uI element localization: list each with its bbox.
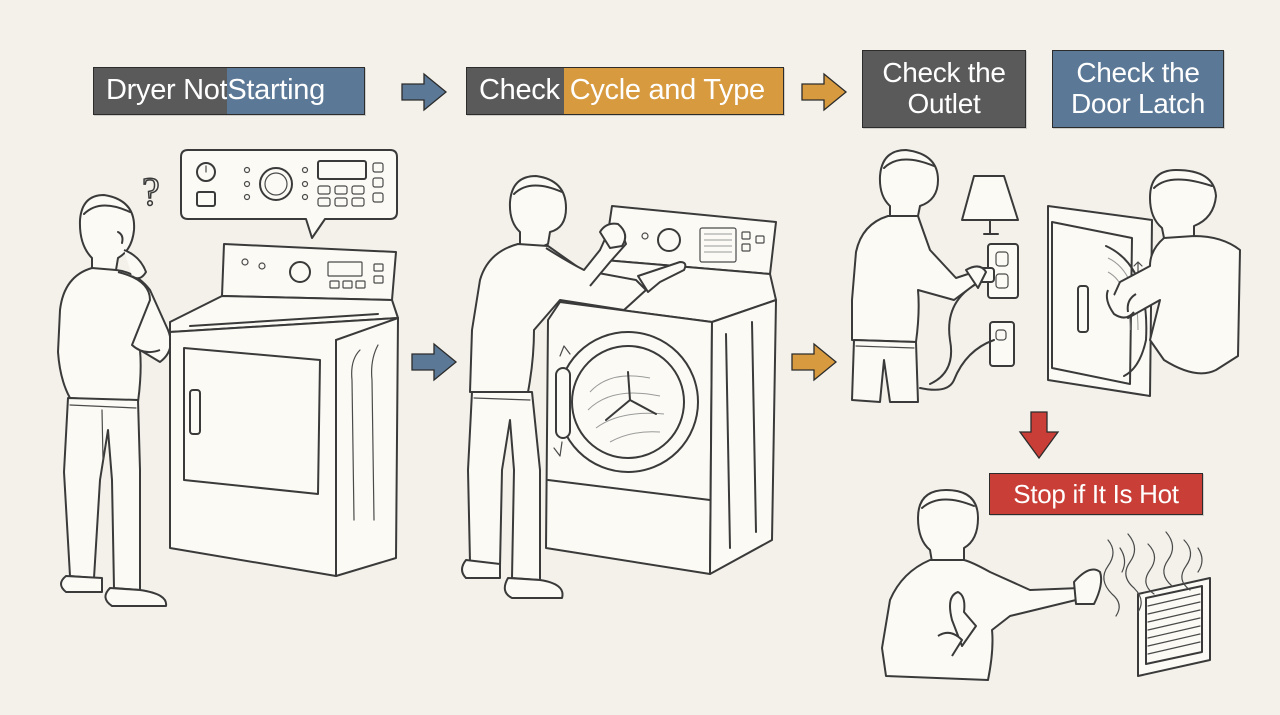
step-label-text: Stop if It Is Hot xyxy=(1013,478,1179,509)
arrow-scene-1-to-2 xyxy=(411,342,458,382)
arrow-down-to-stop xyxy=(1018,411,1060,460)
top-load-dryer xyxy=(169,243,399,577)
step-label-line-1: Check the xyxy=(1076,57,1200,89)
step-label-part-b: Cycle and Type xyxy=(563,68,783,114)
step-label-check-cycle-and-type: Check Cycle and Type xyxy=(466,67,784,115)
man-stopping xyxy=(881,489,1103,681)
step-label-part-a: Check xyxy=(467,68,564,114)
lamp-icon xyxy=(961,175,1019,235)
step-label-line-2: Door Latch xyxy=(1071,88,1205,119)
man-checking-latch xyxy=(1105,169,1241,375)
step-label-line-2: Outlet xyxy=(907,88,981,119)
wall-outlet-icon xyxy=(987,243,1019,367)
step-label-check-the-outlet: Check the Outlet xyxy=(862,50,1026,128)
step-label-part-b: Starting xyxy=(227,68,364,114)
step-label-part-a: Dryer Not xyxy=(94,68,228,114)
step-label-line-1: Check the xyxy=(882,57,1006,89)
question-mark-icon: ? xyxy=(141,168,160,215)
steam-icon xyxy=(1103,531,1203,617)
power-icon xyxy=(196,162,216,182)
man-checking-outlet xyxy=(851,149,987,403)
step-label-check-the-door-latch: Check the Door Latch xyxy=(1052,50,1224,128)
arrow-1-to-2 xyxy=(401,72,448,112)
front-load-dryer xyxy=(545,205,777,575)
arrow-2-to-3 xyxy=(801,72,848,112)
arrow-scene-2-to-3 xyxy=(791,342,838,382)
step-label-dryer-not-starting: Dryer Not Starting xyxy=(93,67,365,115)
dial-icon xyxy=(259,167,293,201)
confused-man xyxy=(57,194,172,607)
heat-vent-icon xyxy=(1137,577,1211,677)
step-label-stop-if-it-is-hot: Stop if It Is Hot xyxy=(989,473,1203,515)
svg-text:?: ? xyxy=(142,169,160,214)
man-checking-dryer xyxy=(461,175,687,599)
speech-bubble-control-panel xyxy=(180,149,398,239)
dryer-door-latch xyxy=(1047,205,1153,397)
